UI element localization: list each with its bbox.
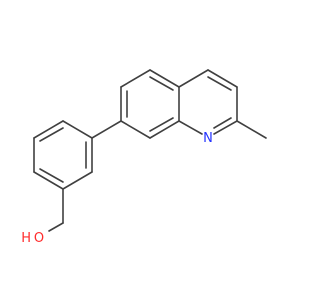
bond (33, 120, 64, 139)
bond (149, 69, 180, 88)
biaryl-bond (91, 120, 122, 139)
nitrogen-atom-label: N (203, 131, 213, 146)
bond-layer (33, 69, 267, 232)
structure-drawing: N O H (21, 69, 267, 246)
bond (120, 69, 151, 88)
bond (62, 171, 93, 190)
bond (33, 171, 64, 190)
bond (207, 69, 238, 88)
double-bond-inner (149, 76, 174, 91)
c-o-bond (48, 222, 64, 232)
bond (178, 120, 203, 135)
hydrogen-atom-label: H (21, 231, 31, 246)
bond (213, 120, 238, 135)
oxygen-atom-label: O (34, 231, 44, 246)
molecule-canvas: N O H (21, 69, 267, 246)
double-bond-inner (39, 127, 64, 142)
bond (62, 120, 93, 139)
methyl-bond (236, 120, 267, 139)
bond (120, 120, 151, 139)
bond (178, 69, 209, 88)
bond (149, 120, 180, 139)
double-bond-inner (39, 168, 64, 183)
double-bond-inner (149, 117, 174, 132)
double-bond-inner (207, 76, 232, 91)
double-bond-inner (213, 117, 232, 129)
